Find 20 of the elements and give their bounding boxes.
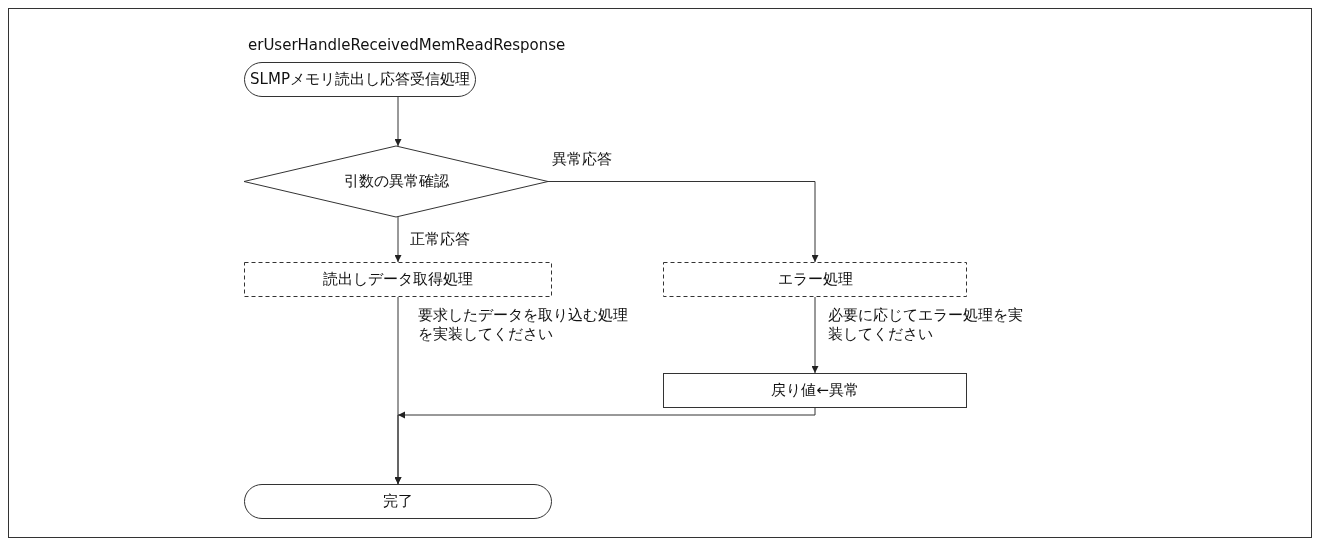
arrow — [394, 216, 402, 263]
node-label: 戻り値←異常 — [771, 381, 859, 400]
node-label: 読出しデータ取得処理 — [323, 270, 473, 289]
arrow — [394, 96, 402, 147]
node-label: SLMPメモリ読出し応答受信処理 — [250, 70, 470, 89]
edge-label: 正常応答 — [410, 230, 470, 249]
edge-label: 異常応答 — [552, 150, 612, 169]
node-label: 完了 — [383, 492, 413, 511]
node-label: 引数の異常確認 — [343, 172, 449, 191]
process-box — [663, 262, 967, 297]
decision-diamond — [244, 146, 548, 217]
process-box — [244, 262, 552, 297]
arrow — [394, 407, 816, 485]
node-label: エラー処理 — [777, 270, 853, 289]
function-name: erUserHandleReceivedMemReadResponse — [248, 36, 566, 55]
terminator-shape — [244, 484, 552, 519]
arrow — [811, 296, 819, 374]
arrow — [547, 181, 819, 263]
terminator-shape — [244, 62, 476, 97]
process-box — [663, 373, 967, 408]
